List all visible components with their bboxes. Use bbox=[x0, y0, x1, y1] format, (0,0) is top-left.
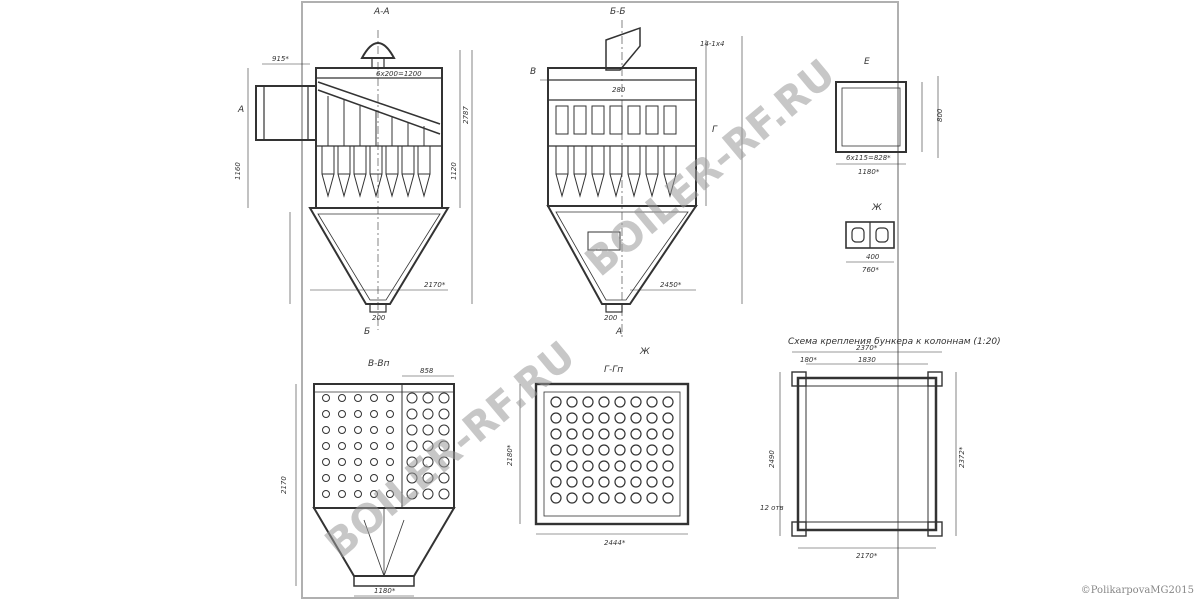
view-zh: Ж bbox=[845, 203, 895, 263]
view-section-aa: А-А bbox=[247, 7, 473, 330]
dim-aa-h2: 2787 bbox=[462, 106, 470, 124]
view-hopper-scheme: Схема крепления бункера к колоннам (1:20… bbox=[779, 337, 1001, 549]
view-section-gg: Г-Гп bbox=[519, 365, 690, 535]
mark-a-bb: А bbox=[615, 327, 622, 337]
dim-aa-grid: 6x200=1200 bbox=[376, 70, 422, 78]
view-section-vv: В-Вп bbox=[295, 359, 456, 597]
dim-e-right: 800 bbox=[936, 108, 944, 122]
dim-sch-bolt: 12 отв bbox=[760, 504, 784, 512]
mark-zh-bb: Ж bbox=[639, 347, 650, 357]
mark-a-aa: А bbox=[237, 105, 244, 115]
mark-b-aa: Б bbox=[364, 327, 370, 337]
dims-section-gg: 2444* 2180* bbox=[506, 444, 626, 547]
title-view-e: Е bbox=[864, 57, 870, 67]
dim-sch-bottom: 2170* bbox=[856, 552, 878, 560]
dim-gg-width: 2444* bbox=[604, 539, 626, 547]
dims-section-vv: 858 2170 1180* bbox=[280, 367, 434, 595]
dim-bb-spacing: 280 bbox=[612, 86, 626, 94]
dim-sch-corner: 180* bbox=[800, 356, 817, 364]
sheet-frame bbox=[301, 1, 899, 599]
title-view-zh: Ж bbox=[871, 203, 882, 213]
mark-g-bb: Г bbox=[712, 125, 718, 135]
dim-e-bottom: 1180* bbox=[858, 168, 880, 176]
title-section-vv: В-Вп bbox=[368, 359, 390, 369]
dim-zh-b: 760* bbox=[862, 266, 879, 274]
dim-sch-top: 2370* bbox=[856, 344, 878, 352]
dim-aa-top: 915* bbox=[272, 55, 289, 63]
dims-view-e: 6x115=828* 1180* 800 bbox=[846, 108, 944, 176]
dim-bb-bottom: 200 bbox=[604, 314, 618, 322]
dim-vv-top: 858 bbox=[420, 367, 434, 375]
scheme-title: Схема крепления бункера к колоннам (1:20… bbox=[788, 337, 1001, 347]
dim-vv-left: 2170 bbox=[280, 476, 288, 494]
mark-v-bb: В bbox=[530, 67, 536, 77]
dim-sch-inner: 1830 bbox=[858, 356, 876, 364]
dim-e-inner: 6x115=828* bbox=[846, 154, 891, 162]
dim-zh-a: 400 bbox=[866, 253, 880, 261]
dim-bb-base: 2450* bbox=[660, 281, 682, 289]
dims-section-aa: 6x200=1200 915* 1160 1120 2787 2170* 200… bbox=[234, 55, 470, 337]
dim-gg-left: 2180* bbox=[506, 444, 514, 466]
dim-sch-left: 2490 bbox=[768, 450, 776, 468]
dim-aa-bottom: 200 bbox=[372, 314, 386, 322]
dim-bb-top: 14-1x4 bbox=[700, 40, 724, 48]
holes-section-gg bbox=[550, 396, 674, 504]
dim-vv-bottom: 1180* bbox=[374, 587, 396, 595]
dims-section-bb: 280 14-1x4 2450* 200 В Г А Ж bbox=[530, 40, 724, 357]
dims-view-zh: 400 760* bbox=[862, 253, 880, 274]
title-section-bb: Б-Б bbox=[610, 7, 626, 17]
title-section-gg: Г-Гп bbox=[604, 365, 623, 375]
dim-sch-right: 2372* bbox=[958, 446, 966, 468]
holes-section-vv bbox=[322, 392, 450, 500]
title-section-aa: А-А bbox=[373, 7, 390, 17]
dim-aa-base: 2170* bbox=[424, 281, 446, 289]
view-section-bb: Б-Б bbox=[540, 7, 743, 340]
view-e: Е bbox=[835, 57, 939, 165]
watermarks: BOILER-RF.RU BOILER-RF.RU bbox=[317, 51, 844, 568]
dim-aa-h1: 1120 bbox=[450, 162, 458, 180]
dims-hopper-scheme: 2370* 1830 180* 2490 2372* 2170* 12 отв bbox=[760, 344, 966, 560]
copyright-text: ©PolikarpovaMG2015 bbox=[1080, 585, 1194, 596]
dim-aa-left: 1160 bbox=[234, 162, 242, 180]
